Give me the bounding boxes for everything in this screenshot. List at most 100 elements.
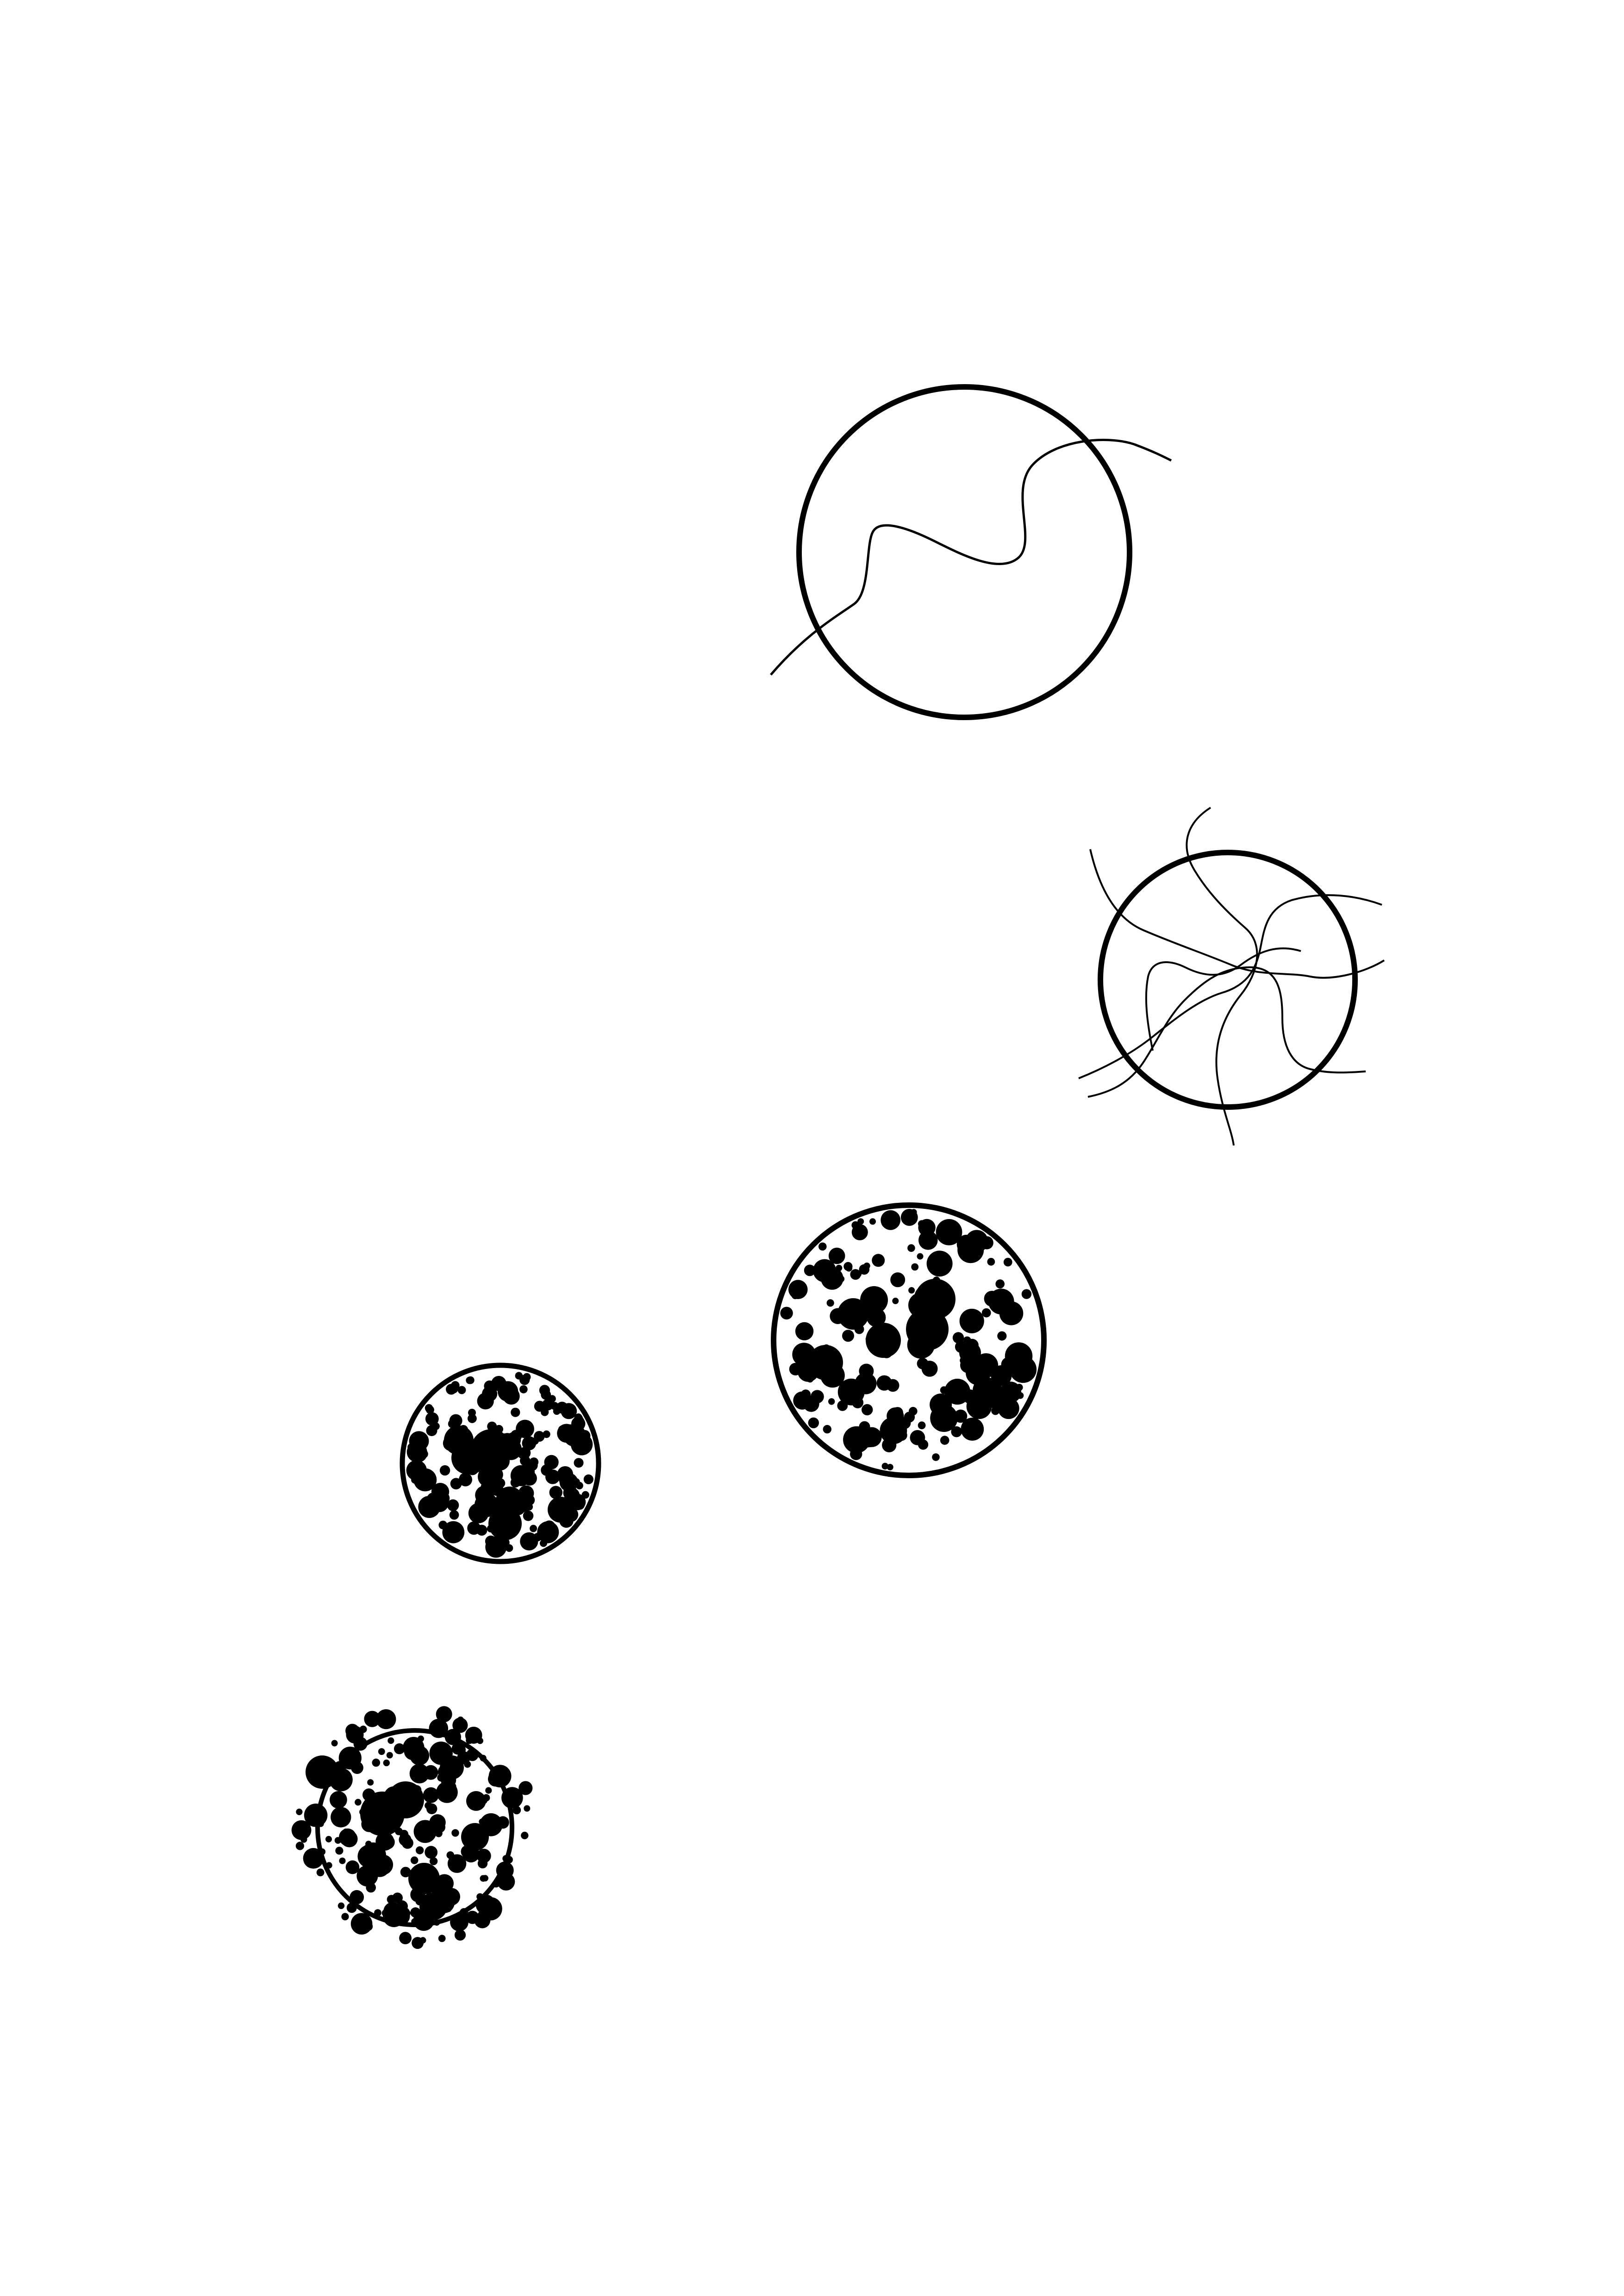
particle xyxy=(797,1360,819,1382)
particle xyxy=(319,1848,326,1855)
particle xyxy=(346,1903,357,1913)
particle xyxy=(563,1507,579,1522)
particle xyxy=(890,1272,906,1288)
particle xyxy=(429,1742,453,1765)
particle xyxy=(867,1308,886,1327)
particle xyxy=(414,1893,422,1902)
particle xyxy=(339,1828,356,1846)
particle xyxy=(956,1234,976,1254)
particle xyxy=(374,1909,381,1916)
particle xyxy=(930,1404,958,1432)
particle xyxy=(394,1743,405,1755)
particle xyxy=(823,1425,832,1434)
particle xyxy=(936,1219,962,1245)
particle xyxy=(803,1395,819,1412)
particle xyxy=(416,1846,424,1854)
particle xyxy=(331,1807,351,1828)
particle xyxy=(865,1336,873,1343)
particle xyxy=(988,1288,1014,1315)
particle xyxy=(457,1386,466,1394)
particle xyxy=(452,1717,468,1733)
stage-single-strand-membrane xyxy=(796,384,1132,720)
particle xyxy=(470,1509,482,1521)
particle xyxy=(373,1854,394,1875)
particle xyxy=(426,1803,437,1814)
particle xyxy=(325,1862,332,1869)
particle xyxy=(433,1919,440,1926)
particle xyxy=(581,1491,589,1499)
particle xyxy=(331,1740,338,1747)
particle xyxy=(474,1802,481,1810)
particle xyxy=(478,1913,489,1923)
particle xyxy=(998,1397,1019,1419)
particle xyxy=(893,1413,899,1420)
particle xyxy=(463,1450,471,1458)
particle xyxy=(485,1536,507,1558)
particle xyxy=(330,1791,347,1809)
particle xyxy=(468,1414,477,1423)
particle xyxy=(534,1400,545,1412)
particle xyxy=(530,1524,537,1532)
particle xyxy=(345,1860,360,1874)
particle xyxy=(918,1231,938,1250)
strand-e xyxy=(1145,947,1301,1051)
particle xyxy=(352,1730,362,1740)
particles-dense xyxy=(406,1372,593,1558)
particle xyxy=(448,1419,457,1428)
particle xyxy=(503,1390,513,1400)
particle xyxy=(433,1892,455,1913)
particle xyxy=(899,1417,911,1429)
particle xyxy=(818,1242,827,1251)
particle xyxy=(479,1813,503,1836)
particle xyxy=(980,1236,993,1250)
particle xyxy=(423,1787,439,1803)
stage-loose-particles-membrane xyxy=(771,1202,1047,1478)
particle xyxy=(963,1389,978,1404)
particle xyxy=(410,1804,417,1811)
particle xyxy=(425,1406,434,1414)
particle xyxy=(351,1761,363,1774)
particle xyxy=(921,1361,938,1377)
particle xyxy=(392,1892,403,1904)
particle xyxy=(485,1787,492,1794)
particle xyxy=(914,1285,939,1310)
particle xyxy=(519,1385,528,1394)
particle xyxy=(556,1401,568,1414)
particle xyxy=(857,1218,864,1225)
particle xyxy=(476,1524,487,1536)
particle xyxy=(570,1433,593,1456)
particle xyxy=(369,1804,392,1827)
particle xyxy=(501,1787,523,1809)
particle xyxy=(952,1332,964,1344)
particle xyxy=(466,1910,479,1924)
particle xyxy=(862,1404,873,1416)
particle xyxy=(496,1816,509,1829)
particle xyxy=(412,1937,424,1949)
particle xyxy=(851,1221,860,1229)
particle xyxy=(466,1462,479,1475)
particle xyxy=(997,1331,1007,1341)
particle xyxy=(425,1846,438,1859)
stage-single-strand xyxy=(770,384,1172,720)
particle xyxy=(987,1257,995,1266)
particle xyxy=(316,1868,325,1877)
particle xyxy=(459,1473,468,1482)
particle xyxy=(304,1804,328,1827)
stage-overflowing-particles xyxy=(291,1706,533,1949)
particle xyxy=(860,1369,869,1379)
particle xyxy=(564,1519,573,1527)
particle xyxy=(518,1485,534,1501)
particle xyxy=(449,1783,456,1790)
particle xyxy=(447,1499,459,1512)
particle xyxy=(466,1376,474,1384)
particle xyxy=(400,1867,411,1878)
particle xyxy=(837,1298,869,1330)
particle xyxy=(832,1372,841,1381)
particle xyxy=(860,1312,867,1319)
particle xyxy=(541,1389,551,1400)
particle xyxy=(505,1493,515,1503)
particle xyxy=(892,1297,899,1304)
particle xyxy=(491,1442,512,1463)
